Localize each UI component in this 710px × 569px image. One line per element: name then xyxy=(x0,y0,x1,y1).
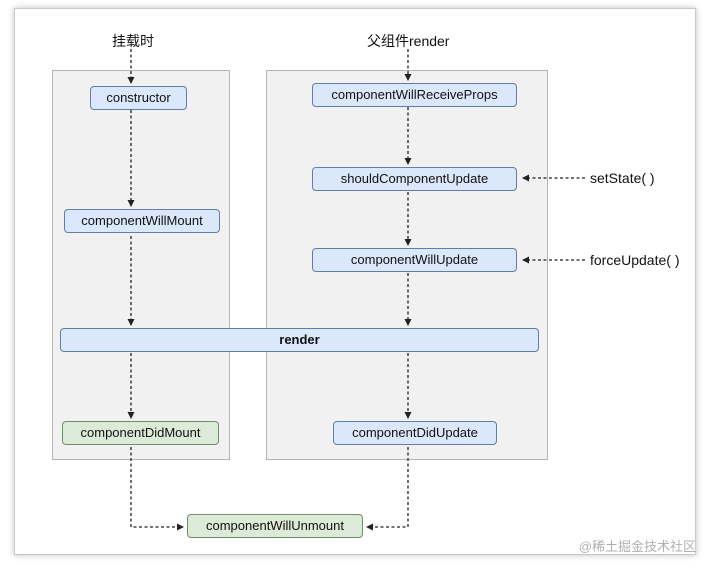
componentwillmount-node: componentWillMount xyxy=(64,209,220,233)
componentdidmount-node: componentDidMount xyxy=(62,421,219,445)
arrow-didupdate-to-unmount xyxy=(366,447,409,531)
componentdidupdate-node: componentDidUpdate xyxy=(333,421,497,445)
constructor-node: constructor xyxy=(90,86,187,110)
componentwillreceiveprops-node: componentWillReceiveProps xyxy=(312,83,517,107)
componentwillupdate-node: componentWillUpdate xyxy=(312,248,517,272)
arrow-didmount-to-unmount xyxy=(130,447,184,531)
mount-label: 挂载时 xyxy=(112,33,154,49)
componentwillunmount-node: componentWillUnmount xyxy=(187,514,363,538)
setstate-label: setState( ) xyxy=(590,170,655,186)
mount-panel xyxy=(52,70,230,460)
parent-render-label: 父组件render xyxy=(367,33,450,49)
forceupdate-label: forceUpdate( ) xyxy=(590,252,680,268)
watermark: @稀土掘金技术社区 xyxy=(578,539,696,554)
render-node: render xyxy=(60,328,539,352)
shouldcomponentupdate-node: shouldComponentUpdate xyxy=(312,167,517,191)
